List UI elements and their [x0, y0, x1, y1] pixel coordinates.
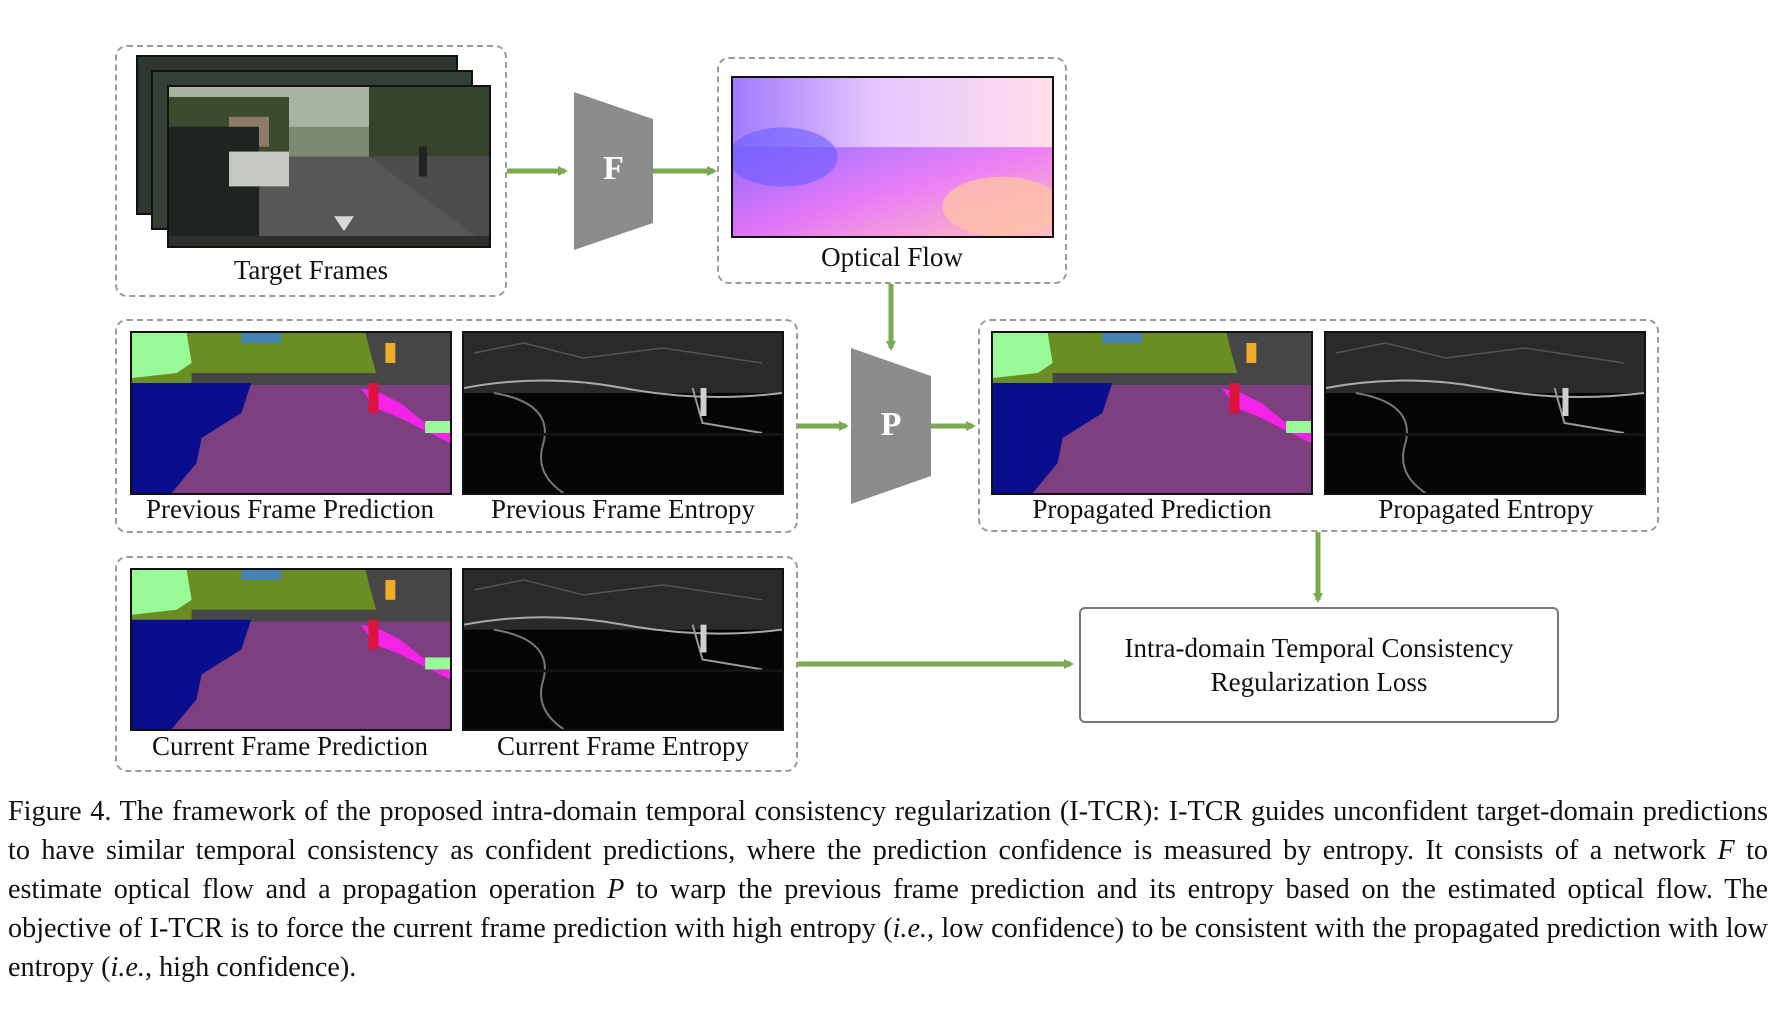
loss-label-line2: Regularization Loss: [1210, 667, 1428, 697]
target-frames-label: Target Frames: [233, 255, 389, 285]
network-p: P: [851, 348, 931, 504]
network-f-shape: [574, 92, 653, 250]
propagated-entropy-image: [1324, 331, 1646, 495]
network-p-shape: [851, 348, 931, 504]
previous-frame-entropy-image: [462, 331, 784, 495]
current-frame-entropy-image: [462, 568, 784, 731]
figure-caption: Figure 4. The framework of the proposed …: [8, 792, 1768, 987]
target-frame-front: [167, 85, 491, 248]
network-f: F: [574, 92, 653, 250]
propagated-box: [978, 319, 1659, 532]
optical-flow-label: Optical Flow: [821, 242, 963, 272]
loss-box: Intra-domain Temporal Consistency Regula…: [1079, 607, 1559, 723]
current-frame-box: [115, 556, 798, 772]
caption-part-5: , high confidence).: [144, 952, 357, 983]
target-frames-box: [115, 45, 507, 297]
caption-symbol-f: F: [1717, 835, 1735, 866]
caption-part-2: to estimate optical flow and a propagati…: [8, 835, 1768, 905]
previous-frame-box: [115, 319, 798, 533]
current-frame-prediction-image: [130, 568, 452, 731]
previous-frame-prediction-label: Previous Frame Prediction: [146, 494, 434, 524]
loss-label-line1: Intra-domain Temporal Consistency: [1124, 633, 1514, 663]
caption-ie-2: i.e.: [110, 952, 145, 983]
optical-flow-box: [717, 57, 1067, 284]
previous-frame-prediction-image: [130, 331, 452, 495]
caption-part-1: Figure 4. The framework of the proposed …: [8, 796, 1768, 866]
propagated-prediction-label: Propagated Prediction: [1032, 494, 1272, 524]
caption-ie-1: i.e.: [892, 913, 928, 944]
optical-flow-image: [731, 76, 1054, 238]
previous-frame-entropy-label: Previous Frame Entropy: [491, 494, 755, 524]
propagated-entropy-label: Propagated Entropy: [1378, 494, 1594, 524]
network-f-label: F: [603, 150, 624, 187]
propagated-prediction-image: [991, 331, 1313, 495]
caption-part-3: to warp the previous frame prediction an…: [8, 874, 1768, 944]
current-frame-prediction-label: Current Frame Prediction: [152, 731, 428, 761]
current-frame-entropy-label: Current Frame Entropy: [497, 731, 749, 761]
caption-symbol-p: P: [607, 874, 625, 905]
caption-part-4: , low confidence) to be consistent with …: [8, 913, 1768, 983]
network-p-label: P: [880, 406, 902, 443]
